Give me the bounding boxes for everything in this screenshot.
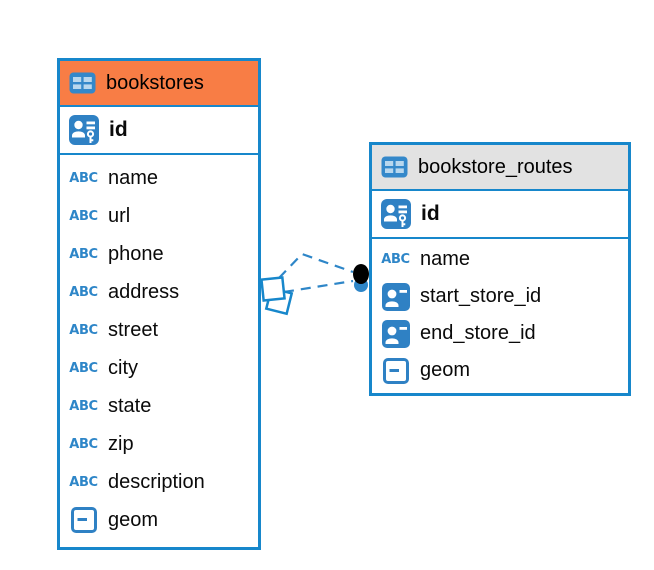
column-row-id[interactable]: id (372, 191, 628, 239)
primary-key-icon (380, 199, 411, 229)
text-type-icon: ABC (69, 322, 98, 338)
column-name: phone (108, 242, 164, 265)
table-bookstore-routes[interactable]: bookstore_routes id ABC name (369, 142, 631, 396)
column-name: state (108, 394, 152, 417)
column-row-geom[interactable]: geom (372, 352, 628, 389)
table-icon (381, 156, 408, 178)
relation-squares-marker (260, 276, 294, 316)
text-type-icon: ABC (69, 170, 98, 186)
relation-line-lower[interactable] (283, 279, 354, 294)
column-name: description (108, 470, 205, 493)
table-bookstores[interactable]: bookstores id ABC name (57, 58, 261, 550)
geometry-type-icon (70, 507, 97, 533)
relation-dot-marker (353, 264, 369, 292)
column-row-end-store-id[interactable]: end_store_id (372, 315, 628, 352)
column-name: address (108, 280, 180, 303)
text-type-icon: ABC (69, 246, 98, 262)
column-name: name (420, 248, 471, 270)
column-row-geom[interactable]: geom (60, 501, 258, 539)
geometry-type-icon (382, 357, 409, 384)
column-row-description[interactable]: ABC description (60, 463, 258, 501)
column-name: end_store_id (420, 322, 536, 344)
column-row-name[interactable]: ABC name (372, 241, 628, 278)
column-row-street[interactable]: ABC street (60, 311, 258, 349)
column-name: street (108, 318, 159, 341)
column-row-address[interactable]: ABC address (60, 273, 258, 311)
text-type-icon: ABC (381, 252, 410, 267)
column-name: url (108, 204, 131, 227)
column-name: zip (108, 432, 134, 455)
column-name: geom (108, 508, 159, 531)
column-name: start_store_id (420, 285, 542, 307)
table-header-bookstore-routes[interactable]: bookstore_routes (372, 145, 628, 191)
text-type-icon: ABC (69, 208, 98, 224)
column-name: geom (420, 359, 471, 381)
text-type-icon: ABC (69, 284, 98, 300)
column-row-zip[interactable]: ABC zip (60, 425, 258, 463)
column-name: id (109, 118, 128, 141)
reference-type-icon (381, 282, 410, 311)
column-row-name[interactable]: ABC name (60, 159, 258, 197)
primary-key-icon (68, 115, 99, 145)
column-row-start-store-id[interactable]: start_store_id (372, 278, 628, 315)
column-row-city[interactable]: ABC city (60, 349, 258, 387)
column-name: id (421, 202, 440, 225)
text-type-icon: ABC (69, 360, 98, 376)
table-icon (69, 72, 96, 94)
reference-type-icon (381, 319, 410, 348)
column-name: city (108, 356, 138, 379)
table-title: bookstores (106, 71, 204, 94)
column-name: name (108, 166, 159, 189)
column-list: ABC name start_store_id (372, 239, 628, 393)
table-header-bookstores[interactable]: bookstores (60, 61, 258, 107)
column-row-state[interactable]: ABC state (60, 387, 258, 425)
relation-line-upper[interactable] (278, 252, 354, 279)
column-list: ABC name ABC url ABC phone ABC address A… (60, 155, 258, 547)
text-type-icon: ABC (69, 474, 98, 490)
column-row-phone[interactable]: ABC phone (60, 235, 258, 273)
text-type-icon: ABC (69, 436, 98, 452)
column-row-id[interactable]: id (60, 107, 258, 155)
table-title: bookstore_routes (418, 155, 573, 178)
column-row-url[interactable]: ABC url (60, 197, 258, 235)
text-type-icon: ABC (69, 398, 98, 414)
